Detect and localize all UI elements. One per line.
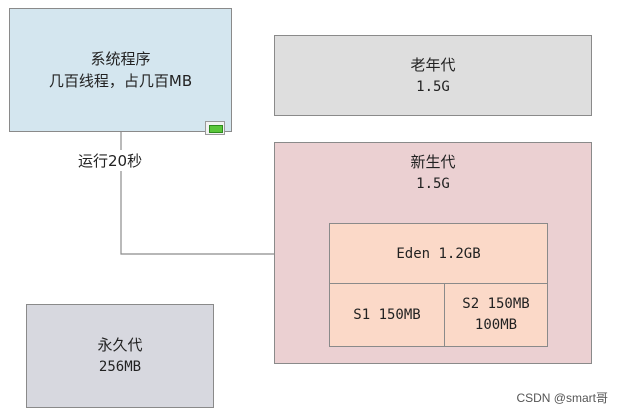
eden-label: Eden 1.2GB [396,245,481,262]
old-generation-box: 老年代 1.5G [274,35,592,116]
arrow-label: 运行20秒 [78,150,143,171]
s2-label: S2 150MB [462,296,530,312]
s2-survivor-box: S2 150MB 100MB [444,283,548,347]
perm-gen-title: 永久代 [97,336,143,354]
process-title: 系统程序 [90,50,151,68]
eden-box: Eden 1.2GB [329,223,548,284]
old-gen-title: 老年代 [410,55,456,74]
perm-gen-size: 256MB [98,359,142,375]
old-gen-size: 1.5G [416,78,450,95]
permanent-generation-box: 永久代 256MB [26,304,214,408]
s1-survivor-box: S1 150MB [329,283,445,347]
s1-label: S1 150MB [353,307,421,323]
young-gen-title: 新生代 [410,153,456,171]
process-subtitle: 几百线程，占几百MB [48,72,193,90]
s2-used: 100MB [474,317,518,333]
watermark: CSDN @smart哥 [516,391,608,405]
young-gen-size: 1.5G [416,176,450,192]
system-process-box: 系统程序 几百线程，占几百MB [9,8,232,132]
green-status-icon [205,121,225,135]
connector-line [120,132,322,255]
